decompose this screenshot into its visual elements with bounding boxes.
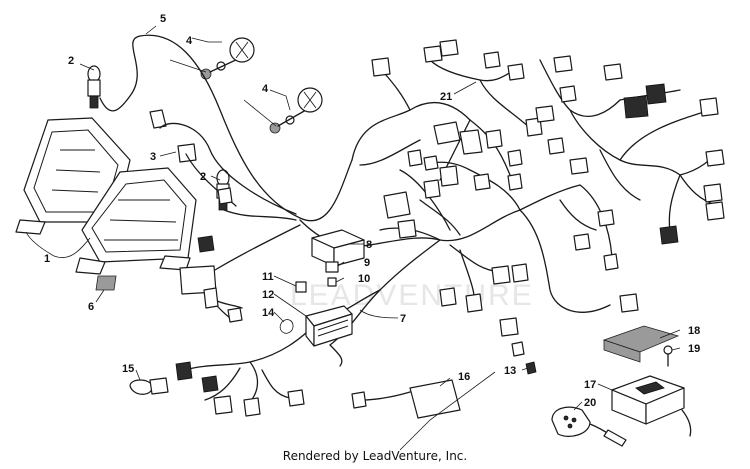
socket-part-3 [149,109,197,163]
callout-6: 6 [88,301,94,313]
adjuster-lower [269,87,323,134]
callout-1: 1 [44,253,50,265]
callout-19: 19 [688,343,700,355]
callout-16: 16 [458,371,470,383]
connector-cluster-21 [371,39,725,357]
adjuster-upper [200,37,255,80]
callout-4-upper: 4 [186,35,193,47]
callout-18: 18 [688,325,700,337]
connector-lower-5 [287,389,305,407]
pad-part-6 [95,275,117,291]
callout-3: 3 [150,151,156,163]
leader-lines [25,25,681,451]
connector-lower-4 [243,397,261,417]
control-unit-17 [611,375,692,437]
fuse-11 [295,281,307,293]
connector-lower-1 [175,361,193,381]
callout-17: 17 [584,379,596,391]
callout-14: 14 [262,307,275,319]
module-16 [351,379,461,419]
callout-15: 15 [122,363,134,375]
callout-13: 13 [504,365,516,377]
callout-11: 11 [262,271,274,283]
fuse-block-12 [305,305,353,347]
connector-lower-3 [213,395,233,415]
bulb-socket-upper [87,65,101,109]
callout-12: 12 [262,289,274,301]
callout-9: 9 [364,257,370,269]
screw-19 [663,345,673,367]
headlight-harness-5 [99,34,353,222]
callout-2-lower: 2 [200,171,206,183]
relay-9 [325,261,339,273]
callout-8: 8 [366,239,372,251]
callout-labels: 1 2 2 3 4 4 5 6 7 8 9 10 11 12 13 14 15 … [44,13,700,409]
part-15 [129,377,169,395]
callout-10: 10 [358,273,370,285]
bracket-18 [602,325,680,363]
connector-13 [525,361,537,375]
callout-5: 5 [160,13,166,25]
connector-lower-2 [201,375,219,393]
callout-7: 7 [400,313,406,325]
fuse-10 [327,277,337,287]
render-credit: Rendered by LeadVenture, Inc. [282,449,468,463]
tie-strap-14 [279,319,294,334]
relay-box-8 [311,229,365,267]
callout-4-lower: 4 [262,83,269,95]
headlight-right [75,167,197,275]
callout-21: 21 [440,91,452,103]
callout-2-upper: 2 [68,55,74,67]
callout-20: 20 [584,397,596,409]
key-fob-20 [551,406,627,447]
